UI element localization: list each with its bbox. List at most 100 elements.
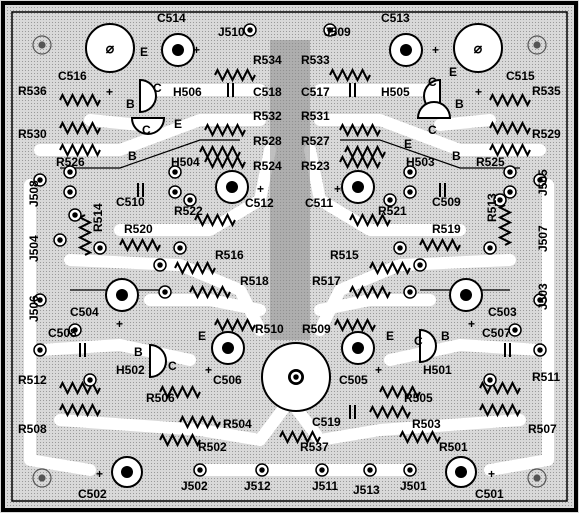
polarity-plus: + bbox=[106, 85, 113, 99]
polarity-plus: + bbox=[257, 182, 264, 196]
pin-e: E bbox=[198, 329, 206, 343]
label-c501: C501 bbox=[475, 487, 504, 501]
label-c503: C503 bbox=[488, 305, 517, 319]
label-r506: R506 bbox=[146, 391, 175, 405]
pad-hole bbox=[407, 169, 413, 175]
pad-hole bbox=[67, 169, 73, 175]
label-c505: C505 bbox=[339, 373, 368, 387]
resistor-r515 bbox=[369, 260, 411, 276]
pad-hole bbox=[487, 377, 493, 383]
polarity-plus: + bbox=[116, 317, 123, 331]
label-j510: J510 bbox=[218, 25, 245, 39]
capacitors-large: ⌀ ⌀ bbox=[85, 23, 503, 488]
mount-hole bbox=[527, 468, 547, 488]
transistor-h504 bbox=[130, 117, 166, 135]
label-c517: C517 bbox=[301, 85, 330, 99]
copper-traces bbox=[24, 84, 554, 476]
label-r512: R512 bbox=[18, 373, 47, 387]
resistor-r522 bbox=[194, 212, 236, 228]
label-c518: C518 bbox=[253, 85, 282, 99]
resistor-r505 bbox=[379, 384, 421, 400]
pad-hole bbox=[417, 262, 423, 268]
pad-hole bbox=[327, 27, 333, 33]
label-c507: C507 bbox=[482, 326, 511, 340]
pad-hole bbox=[197, 467, 203, 473]
label-r529: R529 bbox=[532, 127, 561, 141]
transistor-h502 bbox=[149, 343, 167, 379]
resistor-r526 bbox=[59, 142, 101, 158]
pin-b: B bbox=[134, 345, 143, 359]
resistor-r513 bbox=[497, 204, 513, 246]
pad-hole bbox=[487, 245, 493, 251]
label-h502: H502 bbox=[116, 363, 145, 377]
label-r525: R525 bbox=[476, 155, 505, 169]
label-c506: C506 bbox=[213, 373, 242, 387]
pad-hole bbox=[507, 169, 513, 175]
label-r524: R524 bbox=[253, 159, 282, 173]
transistor-h501 bbox=[419, 328, 437, 364]
pad-hole bbox=[537, 177, 543, 183]
svg-text:⌀: ⌀ bbox=[106, 40, 115, 56]
svg-text:⌀: ⌀ bbox=[474, 40, 483, 56]
pad-hole bbox=[97, 245, 103, 251]
label-j501: J501 bbox=[400, 479, 427, 493]
pin-c: C bbox=[428, 75, 437, 89]
label-r519: R519 bbox=[432, 222, 461, 236]
polarity-plus: + bbox=[96, 467, 103, 481]
label-c514: C514 bbox=[157, 11, 186, 25]
resistor-r509 bbox=[334, 317, 376, 333]
pad-hole bbox=[72, 212, 78, 218]
pad-hole bbox=[162, 289, 168, 295]
label-r532: R532 bbox=[253, 109, 282, 123]
component-labels: C514 J510 J509 C513 R534 R533 C516 C515 … bbox=[18, 11, 561, 501]
pad-hole bbox=[187, 197, 193, 203]
pad-hole bbox=[397, 245, 403, 251]
pad-hole bbox=[247, 27, 253, 33]
pin-c: C bbox=[428, 123, 437, 137]
label-r502: R502 bbox=[198, 440, 227, 454]
label-j506: J506 bbox=[27, 295, 41, 322]
label-r528: R528 bbox=[253, 134, 282, 148]
resistor-r501 bbox=[399, 429, 441, 445]
resistor-r524 bbox=[204, 154, 246, 170]
label-j511: J511 bbox=[312, 479, 338, 493]
pin-c: C bbox=[142, 123, 151, 137]
pad-hole bbox=[497, 197, 503, 203]
board-inner-frame bbox=[11, 11, 568, 502]
pad-hole bbox=[157, 262, 163, 268]
label-r526: R526 bbox=[56, 155, 85, 169]
pad-hole bbox=[537, 297, 543, 303]
polarity-plus: + bbox=[475, 85, 482, 99]
resistor-r525 bbox=[489, 142, 531, 158]
mount-hole bbox=[32, 35, 52, 55]
label-r515: R515 bbox=[330, 248, 359, 262]
resistor-r504 bbox=[179, 414, 221, 430]
label-j509: J509 bbox=[324, 25, 351, 39]
pin-b: B bbox=[126, 97, 135, 111]
label-c508: C508 bbox=[48, 326, 77, 340]
label-r521: R521 bbox=[378, 204, 407, 218]
label-r510: R510 bbox=[255, 322, 284, 336]
polarity-plus: + bbox=[205, 363, 212, 377]
resistor-r537 bbox=[279, 429, 321, 445]
pad-hole bbox=[507, 189, 513, 195]
pin-b: B bbox=[455, 97, 464, 111]
resistor-r521 bbox=[349, 212, 391, 228]
pad-hole bbox=[293, 374, 299, 380]
label-j508: J508 bbox=[27, 180, 41, 207]
resistor-r502 bbox=[159, 432, 201, 448]
label-c515: C515 bbox=[506, 69, 535, 83]
pin-b: B bbox=[128, 149, 137, 163]
transistor-h506 bbox=[139, 78, 157, 114]
label-r505: R505 bbox=[404, 391, 433, 405]
mount-hole bbox=[32, 468, 52, 488]
label-c511: C511 bbox=[305, 196, 333, 210]
label-r536: R536 bbox=[18, 84, 47, 98]
pad-hole bbox=[177, 245, 183, 251]
capacitor-body bbox=[453, 23, 503, 73]
polarity-plus: + bbox=[432, 43, 439, 57]
polarity-plus: + bbox=[488, 467, 495, 481]
center-ground-band bbox=[270, 40, 310, 340]
resistor-r512 bbox=[59, 380, 101, 396]
label-j502: J502 bbox=[181, 479, 208, 493]
